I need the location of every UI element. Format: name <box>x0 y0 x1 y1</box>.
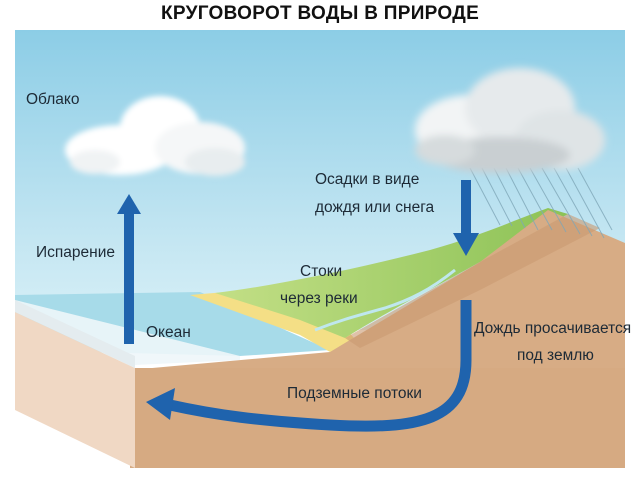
river <box>314 268 456 332</box>
rain-streaks <box>469 167 613 239</box>
label-runoff-line1: Стоки <box>300 263 342 280</box>
label-groundwater: Подземные потоки <box>287 385 422 402</box>
label-runoff-line2: через реки <box>280 290 358 307</box>
label-cloud: Облако <box>26 91 79 108</box>
block-front-top <box>15 300 135 368</box>
label-infiltration-line1: Дождь просачивается <box>474 320 631 337</box>
label-evaporation: Испарение <box>36 244 115 261</box>
label-precipitation-line1: Осадки в виде <box>315 171 419 188</box>
beach <box>190 290 360 352</box>
evaporation-arrow <box>117 194 141 344</box>
page-title: КРУГОВОРОТ ВОДЫ В ПРИРОДЕ <box>160 3 480 24</box>
cloud-left <box>65 96 245 176</box>
block-front-face <box>135 368 625 468</box>
soil-band <box>345 214 600 348</box>
label-ocean: Океан <box>146 324 191 341</box>
label-infiltration-line2: под землю <box>517 347 594 364</box>
groundwater-arrow <box>146 300 472 432</box>
precipitation-arrow <box>453 180 479 256</box>
label-precipitation-line2: дождя или снега <box>315 199 435 216</box>
grass-slope <box>215 208 568 338</box>
block-front-side <box>15 312 135 468</box>
cloud-rain <box>415 68 605 173</box>
